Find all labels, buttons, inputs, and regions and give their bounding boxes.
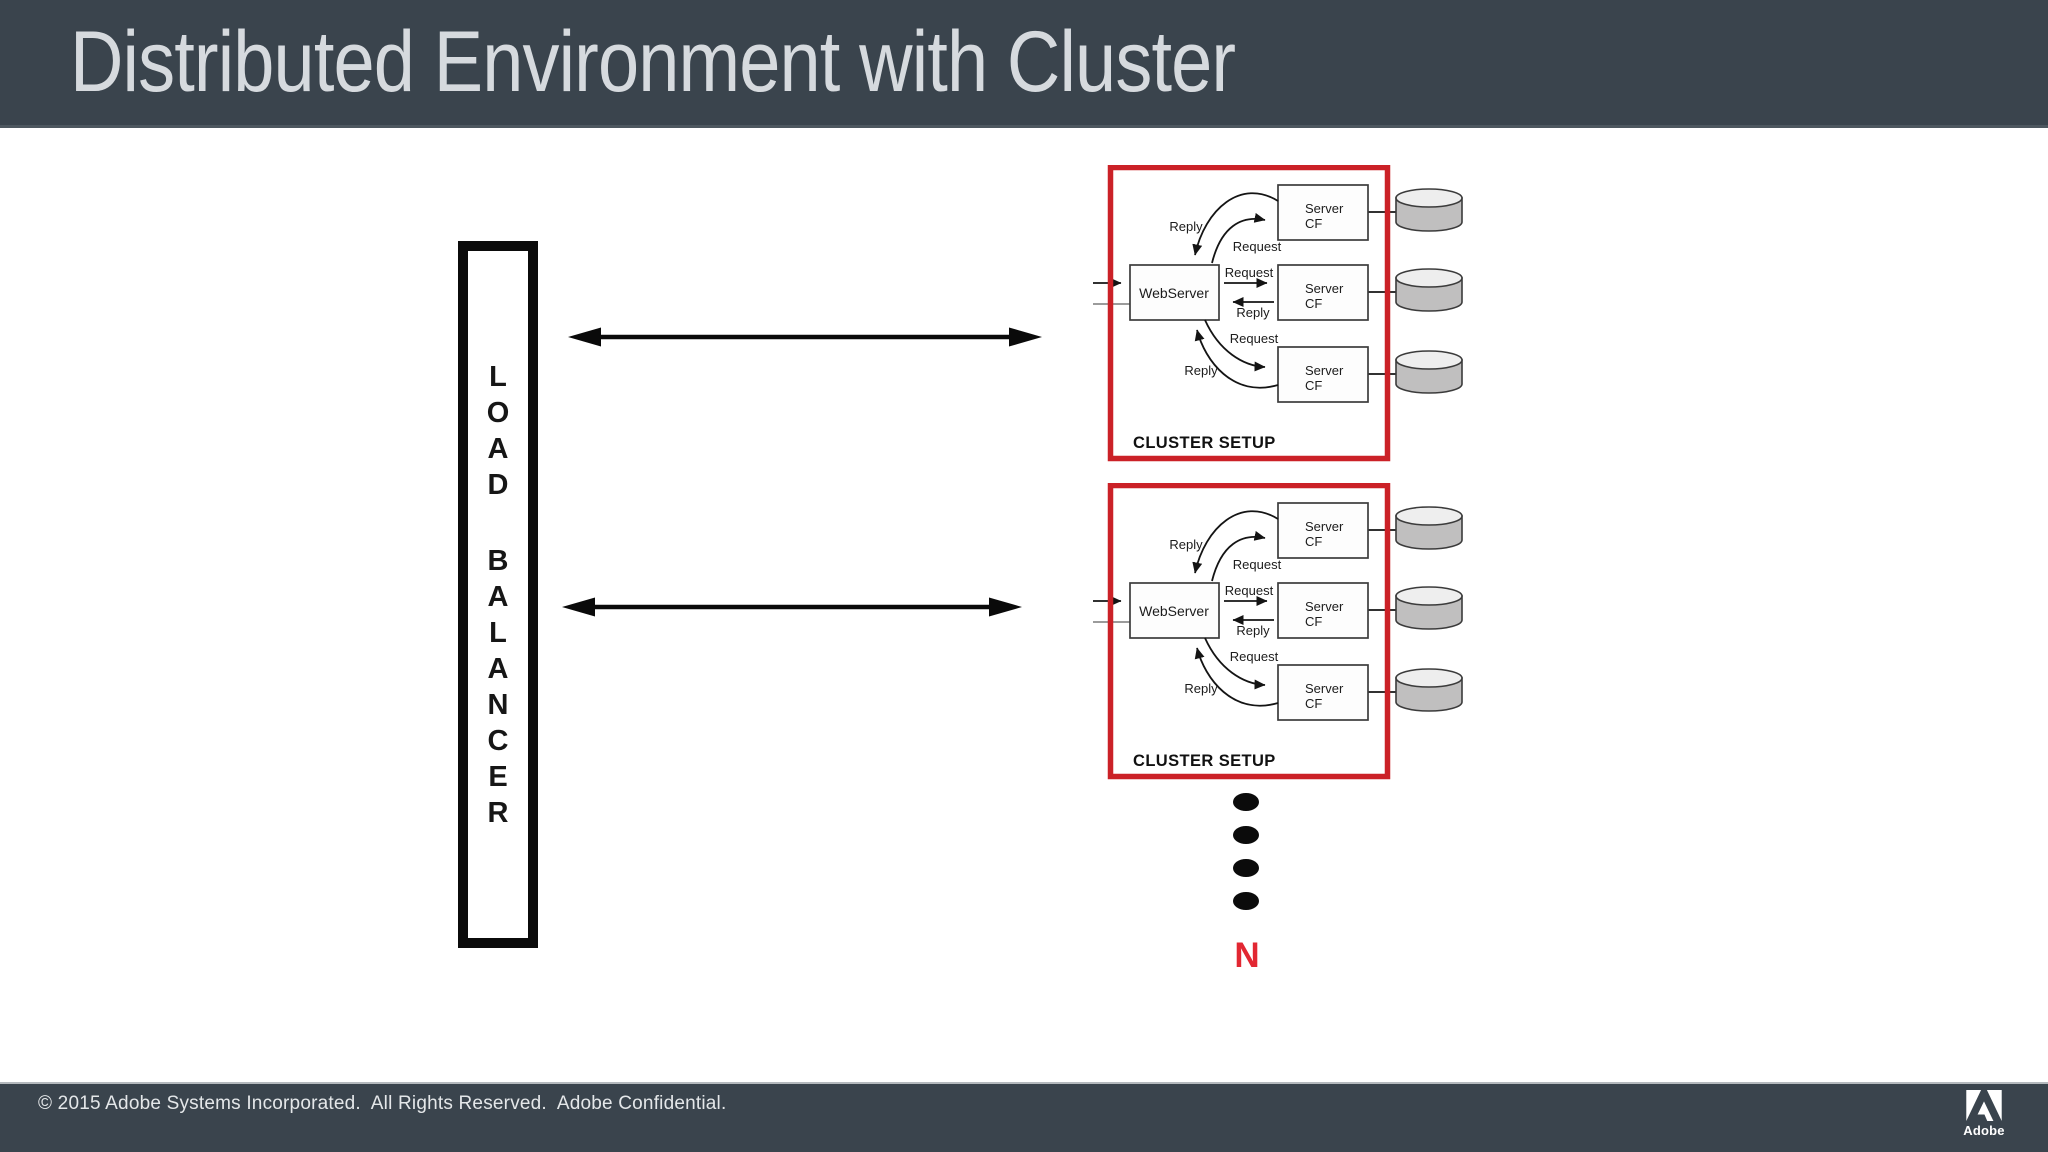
server-cf-label: CF xyxy=(1305,696,1322,711)
n-label: N xyxy=(1234,936,1260,975)
server-cf-label: CF xyxy=(1305,296,1322,311)
cluster-setup-figure: WebServer Server CF Server CF Server CF … xyxy=(1093,164,1465,463)
request-arrow xyxy=(1211,212,1266,264)
load-balancer-box: L O A D B A L A N C E R xyxy=(458,241,538,948)
cluster-setup-diagram: WebServer Server CF Server CF Server CF … xyxy=(1093,482,1463,780)
adobe-triangle-logo-icon xyxy=(1966,1090,2002,1121)
request-label: Request xyxy=(1225,265,1274,280)
request-label: Request xyxy=(1233,239,1282,254)
request-arrow xyxy=(1204,637,1266,690)
webserver-label: WebServer xyxy=(1139,285,1209,301)
database-cylinder-icon xyxy=(1395,268,1463,312)
double-headed-arrow-icon xyxy=(562,597,1022,617)
database-cylinder-icon xyxy=(1395,188,1463,232)
server-cf-box xyxy=(1277,502,1369,559)
request-label: Request xyxy=(1230,331,1279,346)
database-cylinder-icon xyxy=(1395,506,1463,550)
reply-arrow xyxy=(1194,329,1279,389)
load-balancer-letter: B xyxy=(487,544,509,577)
reply-arrow xyxy=(1192,510,1279,574)
load-balancer-letter: A xyxy=(487,432,509,465)
server-cf-label: Server xyxy=(1305,519,1344,534)
reply-arrow xyxy=(1192,192,1279,256)
cluster-setup-figure: WebServer Server CF Server CF Server CF … xyxy=(1093,482,1465,781)
cluster-caption: CLUSTER SETUP xyxy=(1133,752,1276,770)
request-arrow xyxy=(1211,530,1266,582)
server-cf-label: CF xyxy=(1305,534,1322,549)
server-cf-label: CF xyxy=(1305,614,1322,629)
adobe-logo: Adobe xyxy=(1952,1090,2016,1138)
vertical-ellipsis-dots-icon xyxy=(1233,793,1259,910)
server-cf-box xyxy=(1277,582,1369,639)
load-balancer-letter: O xyxy=(486,396,510,429)
cluster-border xyxy=(1107,164,1391,462)
request-arrow xyxy=(1204,319,1266,372)
page-title: Distributed Environment with Cluster xyxy=(70,14,1236,110)
copyright-text: © 2015 Adobe Systems Incorporated. All R… xyxy=(38,1093,727,1114)
ellipsis-dot-icon xyxy=(1233,859,1259,877)
load-balancer-letter: D xyxy=(487,468,509,501)
ellipsis-dot-icon xyxy=(1233,793,1259,811)
server-cf-box xyxy=(1277,264,1369,321)
database-cylinder-icon xyxy=(1395,586,1463,630)
load-balancer-letter: A xyxy=(487,580,509,613)
server-cf-label: Server xyxy=(1305,201,1344,216)
server-cf-box xyxy=(1277,664,1369,721)
double-headed-arrow-icon xyxy=(568,327,1042,347)
cluster-caption: CLUSTER SETUP xyxy=(1133,434,1276,452)
server-cf-label: Server xyxy=(1305,681,1344,696)
load-balancer-letter: A xyxy=(487,652,509,685)
server-cf-box xyxy=(1277,184,1369,241)
server-cf-label: Server xyxy=(1305,599,1344,614)
request-label: Request xyxy=(1230,649,1279,664)
webserver-label: WebServer xyxy=(1139,603,1209,619)
request-label: Request xyxy=(1225,583,1274,598)
cluster-border xyxy=(1107,482,1391,780)
slide-footer: © 2015 Adobe Systems Incorporated. All R… xyxy=(0,1082,2048,1152)
reply-arrow xyxy=(1194,647,1279,707)
load-balancer-letter: L xyxy=(489,616,507,649)
webserver-box xyxy=(1129,264,1220,321)
load-balancer-letter: R xyxy=(487,796,509,829)
database-cylinder-icon xyxy=(1395,350,1463,394)
cluster-setup-diagram: WebServer Server CF Server CF Server CF … xyxy=(1093,164,1463,462)
server-cf-label: CF xyxy=(1305,216,1322,231)
ellipsis-dot-icon xyxy=(1233,892,1259,910)
adobe-logo-label: Adobe xyxy=(1963,1123,2005,1138)
load-balancer-letter: E xyxy=(488,760,508,793)
server-cf-box xyxy=(1277,346,1369,403)
server-cf-label: Server xyxy=(1305,363,1344,378)
server-cf-label: Server xyxy=(1305,281,1344,296)
reply-label: Reply xyxy=(1184,681,1218,696)
reply-label: Reply xyxy=(1236,623,1270,638)
ellipsis-dot-icon xyxy=(1233,826,1259,844)
server-cf-label: CF xyxy=(1305,378,1322,393)
webserver-box xyxy=(1129,582,1220,639)
load-balancer-letter: L xyxy=(489,360,507,393)
load-balancer-letter: N xyxy=(487,688,509,721)
request-label: Request xyxy=(1233,557,1282,572)
database-cylinder-icon xyxy=(1395,668,1463,712)
load-balancer-letter: C xyxy=(487,724,509,757)
slide-header: Distributed Environment with Cluster xyxy=(0,0,2048,128)
reply-label: Reply xyxy=(1169,537,1203,552)
reply-label: Reply xyxy=(1184,363,1218,378)
reply-label: Reply xyxy=(1236,305,1270,320)
reply-label: Reply xyxy=(1169,219,1203,234)
